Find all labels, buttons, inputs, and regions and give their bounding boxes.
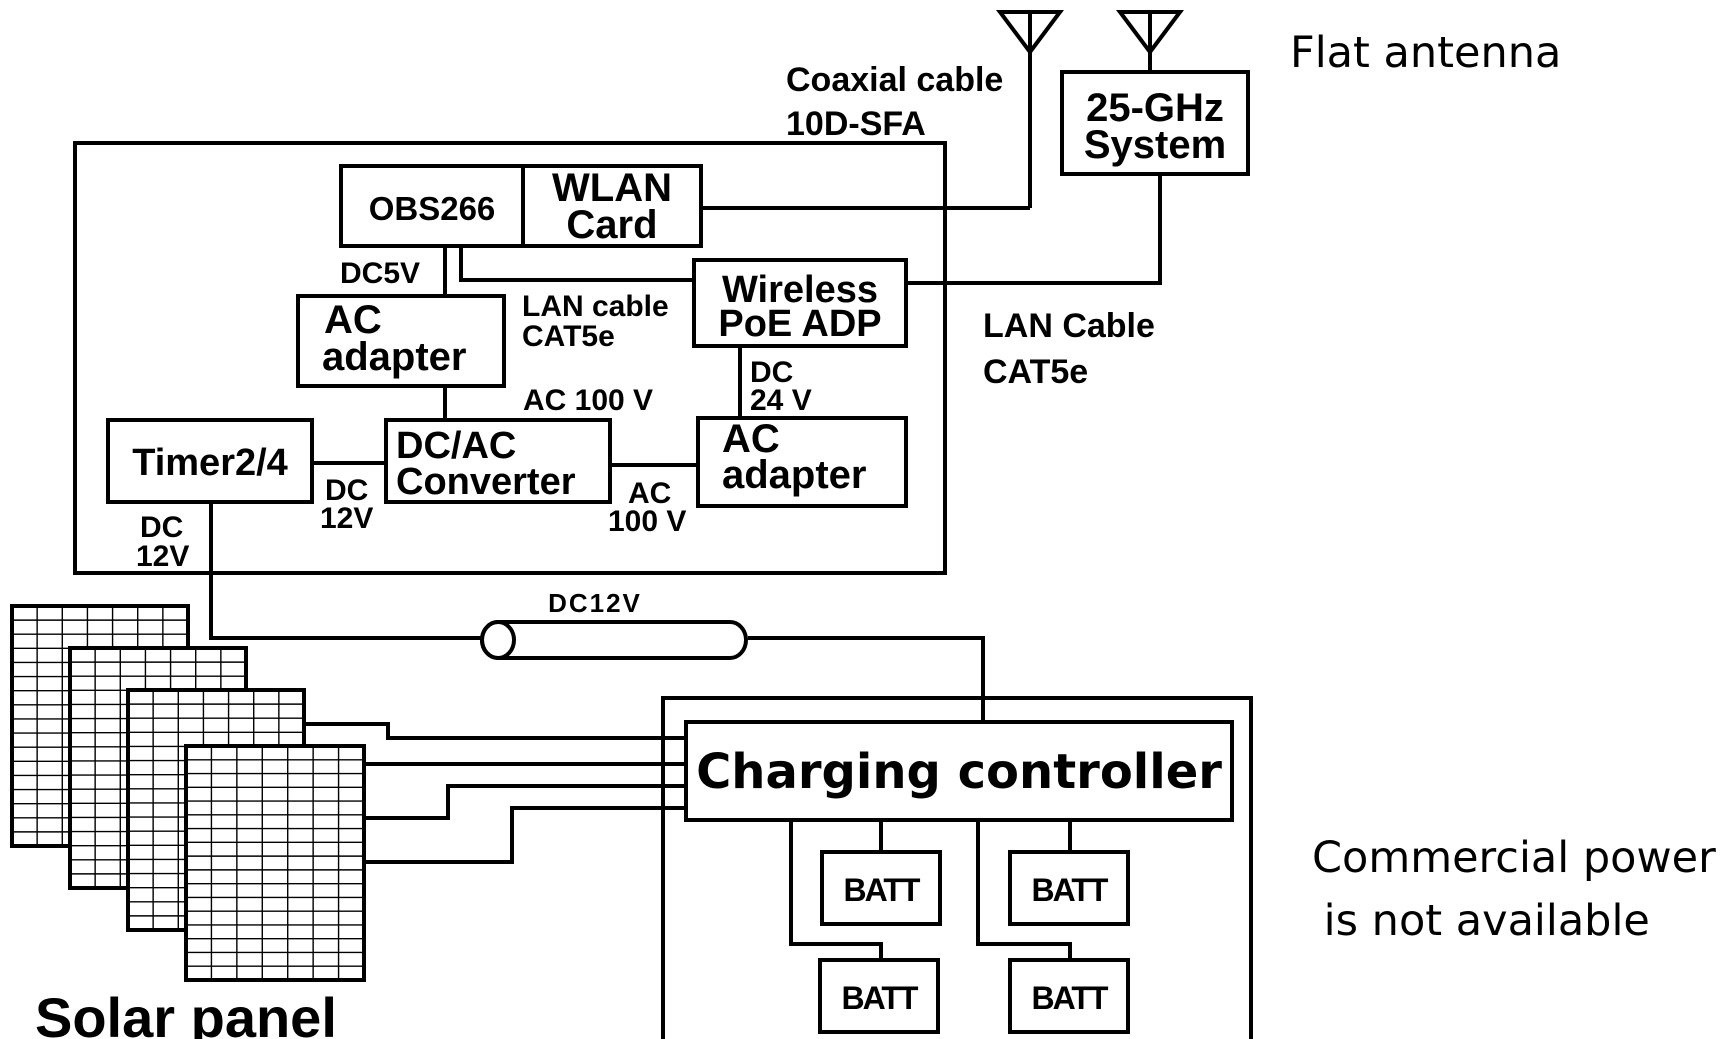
- ghz-system-label-2: System: [1084, 123, 1226, 167]
- ac-adapter-1-label-1: AC: [324, 298, 382, 342]
- poe-adapter-label-1: Wireless: [722, 269, 878, 311]
- solar-panel-array: [10, 604, 366, 982]
- ac-adapter-1-box: [296, 294, 506, 388]
- ac-adapter-2-box: [696, 416, 908, 508]
- batt-label-1: BATT: [844, 872, 921, 908]
- commercial-power-label-2: is not available: [1310, 896, 1650, 946]
- flat-antenna-label: Flat antenna: [1290, 28, 1561, 78]
- charging-controller-box: [684, 720, 1234, 822]
- batt-label-2: BATT: [1032, 872, 1109, 908]
- solar-panel-label: Solar panel: [35, 986, 337, 1039]
- lan-cable-inner-label-2: CAT5e: [522, 320, 615, 353]
- obs266-label: OBS266: [369, 190, 496, 227]
- wlan-card-label-1: WLAN: [552, 166, 672, 210]
- dc24-label-1: DC: [750, 356, 793, 389]
- dc12-mid-label-1: DC: [325, 474, 368, 507]
- wiring: [209, 174, 1162, 960]
- dcac-converter-label-2: Converter: [396, 461, 576, 503]
- dc5v-label: DC5V: [340, 257, 420, 290]
- solar-panel-4: [184, 744, 366, 982]
- commercial-power-label-1: Commercial power: [1312, 833, 1716, 883]
- dcac-converter-label-1: DC/AC: [396, 425, 516, 467]
- ac100-bottom-label-1: AC: [628, 477, 671, 510]
- dc12-left-label-2: 12V: [136, 540, 189, 573]
- ac-adapter-1-label-2: adapter: [322, 335, 467, 379]
- dc12-left-label-1: DC: [140, 511, 183, 544]
- dc12v-cable-label: DC12V: [548, 588, 642, 618]
- antenna-left-icon: [996, 10, 1064, 208]
- coax-cable-label: Coaxial cable: [786, 61, 1003, 99]
- antenna-right-icon: [1116, 10, 1184, 72]
- poe-adapter-box: [692, 258, 908, 348]
- battery-enclosure: [661, 696, 1253, 1039]
- batt-label-3: BATT: [842, 980, 919, 1016]
- ac100-top-label: AC 100 V: [523, 384, 653, 417]
- lan-cable-outer-label-1: LAN Cable: [983, 307, 1155, 345]
- poe-adapter-label-2: PoE ADP: [718, 303, 881, 345]
- timer-label: Timer2/4: [132, 442, 288, 484]
- cable-sheath-icon: [480, 620, 748, 660]
- lan-cable-inner-label-1: LAN cable: [522, 290, 669, 323]
- coax-cable-type-label: 10D-SFA: [786, 105, 926, 143]
- ac100-bottom-label-2: 100 V: [608, 505, 686, 538]
- ac-adapter-2-label-1: AC: [722, 417, 780, 461]
- batt-label-4: BATT: [1032, 980, 1109, 1016]
- indoor-enclosure: [73, 141, 947, 575]
- wlan-card-label-2: Card: [566, 203, 657, 247]
- charging-controller-label: Charging controller: [696, 744, 1222, 800]
- ac-adapter-2-label-2: adapter: [722, 453, 867, 497]
- dc12-mid-label-2: 12V: [320, 502, 373, 535]
- ghz-system-label-1: 25-GHz: [1086, 86, 1224, 130]
- lan-cable-outer-label-2: CAT5e: [983, 353, 1088, 391]
- dc24-label-2: 24 V: [750, 384, 812, 417]
- ghz-system-box: [1060, 70, 1250, 176]
